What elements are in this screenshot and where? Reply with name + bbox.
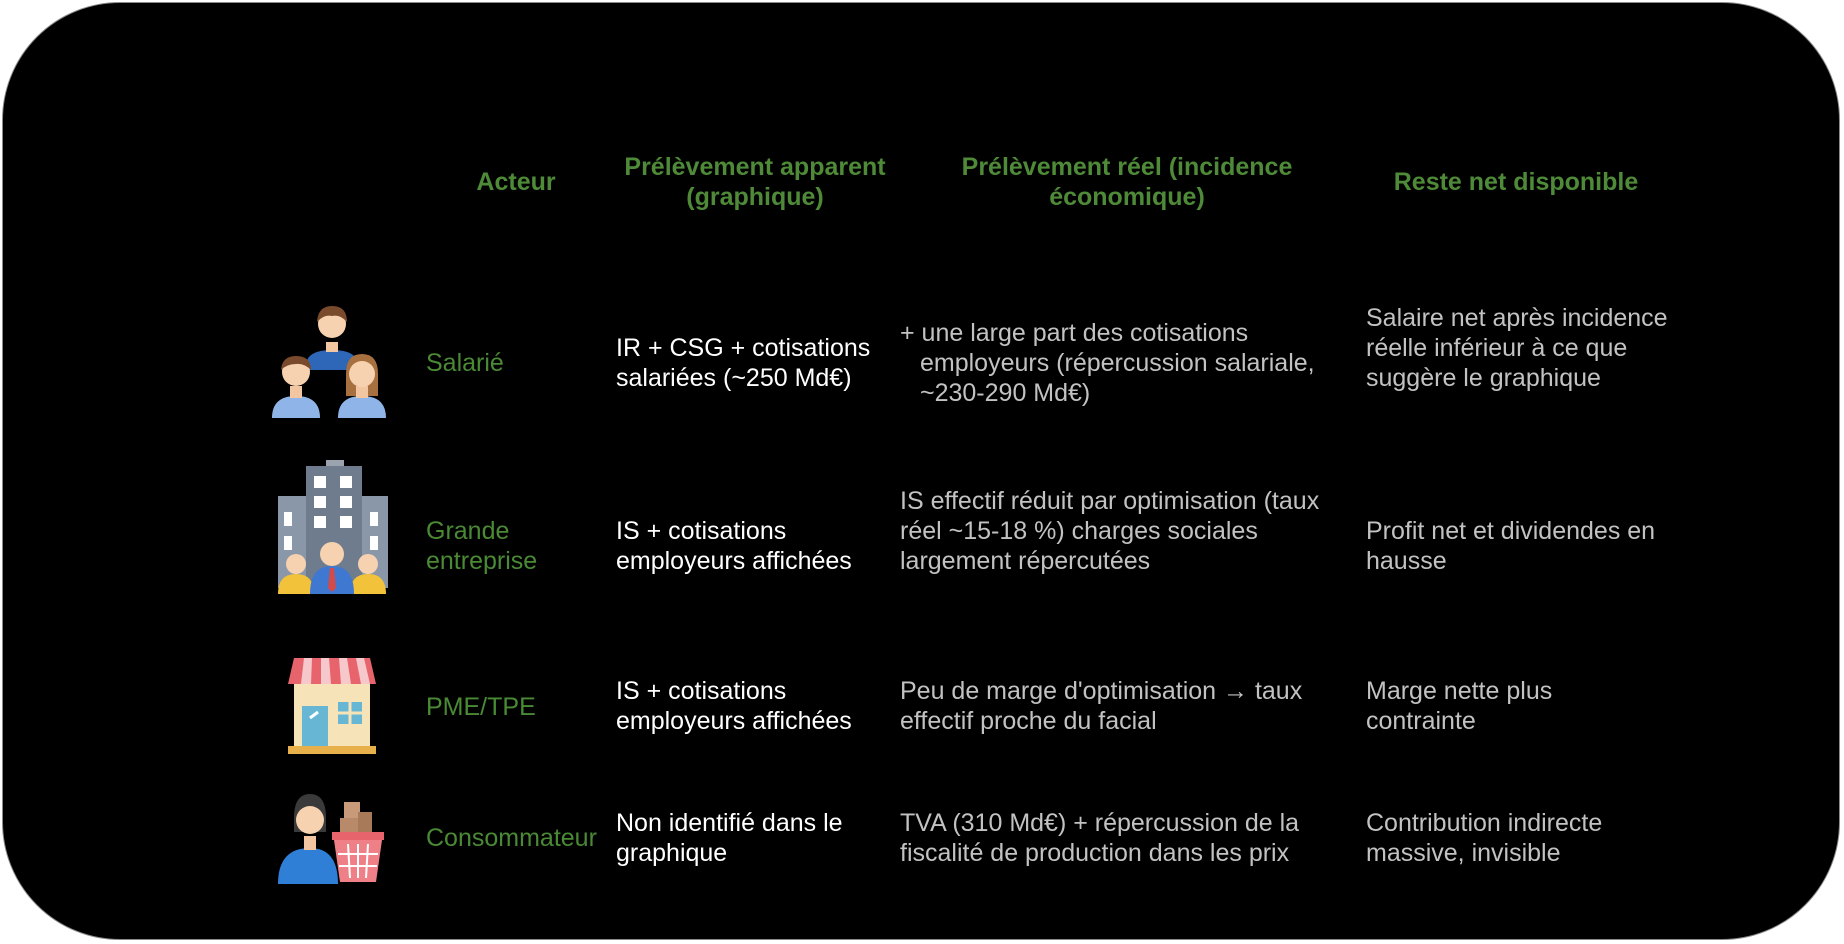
real-levy-cell: IS effectif réduit par optimisation (tau… (900, 487, 1320, 575)
real-levy-text: + une large part des cotisations employe… (900, 319, 1315, 407)
net-available-cell: Contribution indirecte massive, invisibl… (1366, 809, 1603, 867)
apparent-levy-cell: Non identifié dans le graphique (616, 809, 843, 867)
real-levy-cell: + une large part des cotisations employe… (900, 318, 1370, 408)
net-available-cell: Salaire net après incidence réelle infér… (1366, 304, 1668, 392)
employees-group-icon (270, 300, 390, 427)
actor-label: Salarié (426, 349, 504, 377)
header-net-available: Reste net disponible (1393, 168, 1639, 196)
header-apparent-levy: Prélèvement apparent (graphique) (624, 153, 886, 211)
apparent-levy-cell: IS + cotisations employeurs affichées (616, 517, 852, 575)
header-real-levy: Prélèvement réel (incidence économique) (961, 153, 1293, 211)
actor-label: Consommateur (426, 824, 597, 852)
net-available-cell: Marge nette plus contrainte (1366, 677, 1553, 735)
apparent-levy-cell: IR + CSG + cotisations salariées (~250 M… (616, 334, 871, 392)
net-available-cell: Profit net et dividendes en hausse (1366, 517, 1656, 575)
real-levy-cell: TVA (310 Md€) + répercussion de la fisca… (900, 809, 1300, 867)
shopper-basket-icon (276, 788, 390, 891)
header-actor: Acteur (476, 168, 556, 196)
apparent-levy-cell: IS + cotisations employeurs affichées (616, 677, 852, 735)
actor-label: Grande entreprise (426, 517, 538, 575)
actor-label: PME/TPE (426, 693, 536, 721)
real-levy-cell: Peu de marge d'optimisation → taux effec… (900, 677, 1303, 735)
office-building-icon (276, 456, 388, 601)
small-shop-icon (286, 654, 378, 761)
